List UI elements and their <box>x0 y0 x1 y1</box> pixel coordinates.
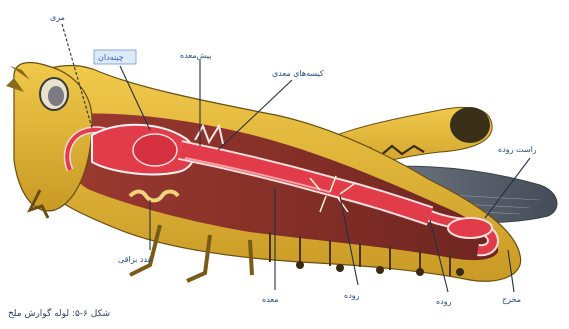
label-salivary-gland: غدد بزاقی <box>118 255 152 264</box>
label-anus: مخرج <box>502 295 521 304</box>
figure-caption: شکل ۶-۵: لوله گوارش ملخ <box>8 307 110 319</box>
rectum <box>448 218 492 238</box>
label-rectum: راست روده <box>498 145 537 154</box>
label-hindgut: روده <box>436 297 452 306</box>
label-stomach: معده <box>262 295 279 304</box>
gizzard <box>133 134 177 166</box>
label-intestine: روده <box>344 291 360 300</box>
label-gizzard: پیش‌معده <box>180 51 211 60</box>
label-crop: چینه‌دان <box>98 53 124 62</box>
label-esophagus: مری <box>50 13 65 22</box>
label-gastric-caeca: کیسه‌های معدی <box>272 69 324 78</box>
